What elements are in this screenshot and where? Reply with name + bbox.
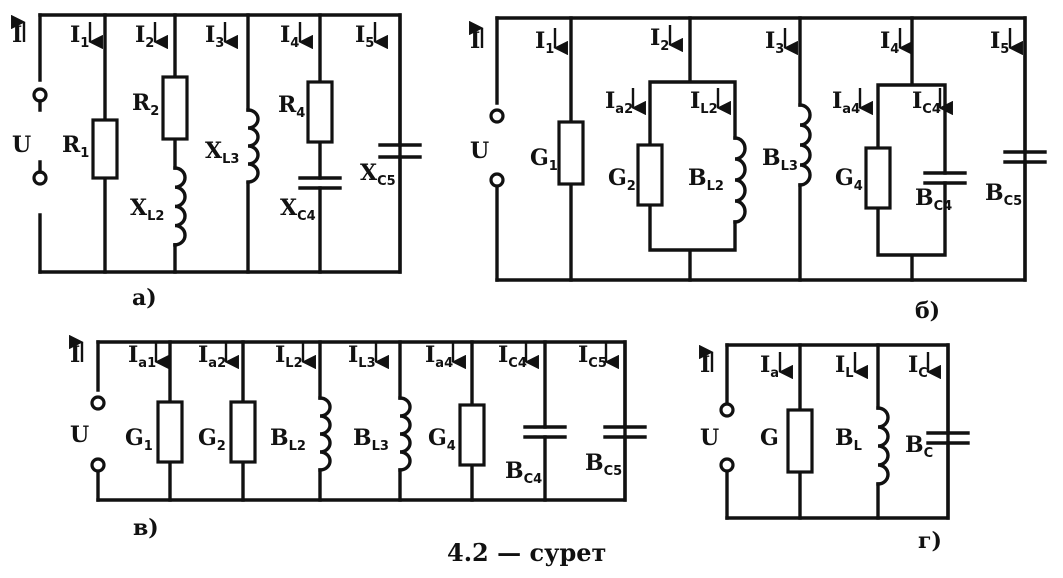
c-element-2: BL2 xyxy=(270,425,306,454)
c-current-0: Ia1 xyxy=(128,342,156,371)
panel-d xyxy=(719,343,970,520)
panel-b xyxy=(489,16,1047,282)
c-element-6: BC5 xyxy=(585,450,622,479)
b-source-voltage: U xyxy=(470,138,489,164)
c-source-current: I xyxy=(70,342,80,368)
c-current-3: IL3 xyxy=(348,342,376,371)
a-panel-letter: a) xyxy=(132,285,157,311)
c-element-3: BL3 xyxy=(353,425,389,454)
resistor-r1 xyxy=(91,118,119,180)
c-current-6: IC5 xyxy=(578,342,607,371)
b-element-1: G2 xyxy=(608,165,636,194)
d-current-1: IL xyxy=(835,352,854,381)
d-element-0: G xyxy=(760,425,779,451)
d-source-current: I xyxy=(700,352,710,378)
a-current-0: I1 xyxy=(70,22,89,51)
d-current-2: IC xyxy=(908,352,928,381)
b-current-5: Ia2 xyxy=(605,88,633,117)
b-current-2: I3 xyxy=(765,28,784,57)
a-element-5: XC4 xyxy=(280,195,316,224)
resistor-r4 xyxy=(306,80,334,144)
b-current-0: I1 xyxy=(535,28,554,57)
terminal-top xyxy=(32,87,48,103)
b-element-4: G4 xyxy=(835,165,863,194)
capacitor-xc4 xyxy=(298,176,342,190)
figure-caption: 4.2 — сурет xyxy=(447,538,606,567)
d-source-voltage: U xyxy=(700,425,719,451)
c-panel-letter: в) xyxy=(133,515,159,541)
b-element-2: BL2 xyxy=(688,165,724,194)
b-current-7: Ia4 xyxy=(832,88,860,117)
d-element-1: BL xyxy=(835,425,862,454)
a-element-3: XL3 xyxy=(205,138,239,167)
b-current-8: IC4 xyxy=(912,88,941,117)
panel-a xyxy=(32,13,422,274)
d-element-2: BC xyxy=(905,432,933,461)
c-element-4: G4 xyxy=(428,425,456,454)
b-current-4: I5 xyxy=(990,28,1009,57)
a-element-4: R4 xyxy=(278,92,305,121)
b-element-6: BC5 xyxy=(985,180,1022,209)
terminal-bottom xyxy=(32,170,48,186)
b-element-3: BL3 xyxy=(762,145,798,174)
a-current-2: I3 xyxy=(205,22,224,51)
c-current-1: Ia2 xyxy=(198,342,226,371)
a-element-1: R2 xyxy=(132,90,159,119)
capacitor-xc5 xyxy=(378,143,422,159)
panel-c xyxy=(90,340,647,502)
a-source-voltage: U xyxy=(12,132,31,158)
c-current-2: IL2 xyxy=(275,342,303,371)
inductor-xl3 xyxy=(246,108,260,184)
a-current-3: I4 xyxy=(280,22,299,51)
d-panel-letter: г) xyxy=(918,528,942,554)
resistor-r2 xyxy=(161,75,189,141)
c-current-4: Ia4 xyxy=(425,342,453,371)
a-source-current: I xyxy=(12,22,22,48)
c-source-voltage: U xyxy=(70,422,89,448)
c-element-5: BC4 xyxy=(505,458,542,487)
a-element-0: R1 xyxy=(62,132,89,161)
a-current-1: I2 xyxy=(135,22,154,51)
a-element-2: XL2 xyxy=(130,195,164,224)
a-current-4: I5 xyxy=(355,22,374,51)
d-current-0: Ia xyxy=(760,352,779,381)
b-current-1: I2 xyxy=(650,25,669,54)
b-current-3: I4 xyxy=(880,28,899,57)
b-element-0: G1 xyxy=(530,145,558,174)
c-element-0: G1 xyxy=(125,425,153,454)
b-panel-letter: б) xyxy=(915,298,940,324)
inductor-xl2 xyxy=(173,166,187,247)
b-source-current: I xyxy=(470,28,480,54)
b-current-6: IL2 xyxy=(690,88,718,117)
c-current-5: IC4 xyxy=(498,342,527,371)
c-element-1: G2 xyxy=(198,425,226,454)
a-element-6: XC5 xyxy=(360,160,396,189)
